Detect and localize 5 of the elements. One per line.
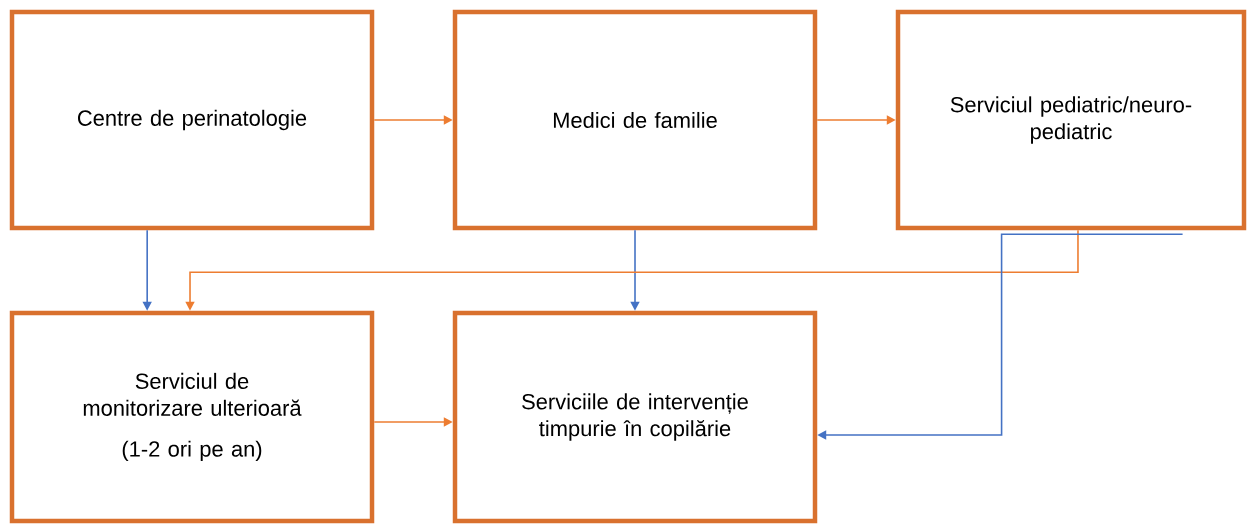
process-box: Medici de familie bbox=[452, 9, 818, 231]
process-box: Serviciile de intervenție timpurie în copilărie bbox=[452, 310, 818, 524]
process-box: Serviciul pediatric/neuro-pediatric bbox=[895, 9, 1247, 231]
process-box: Centre de perinatologie bbox=[9, 9, 375, 231]
process-box: Serviciul de monitorizare ulterioară (1-2 ori pe an) bbox=[9, 310, 375, 524]
